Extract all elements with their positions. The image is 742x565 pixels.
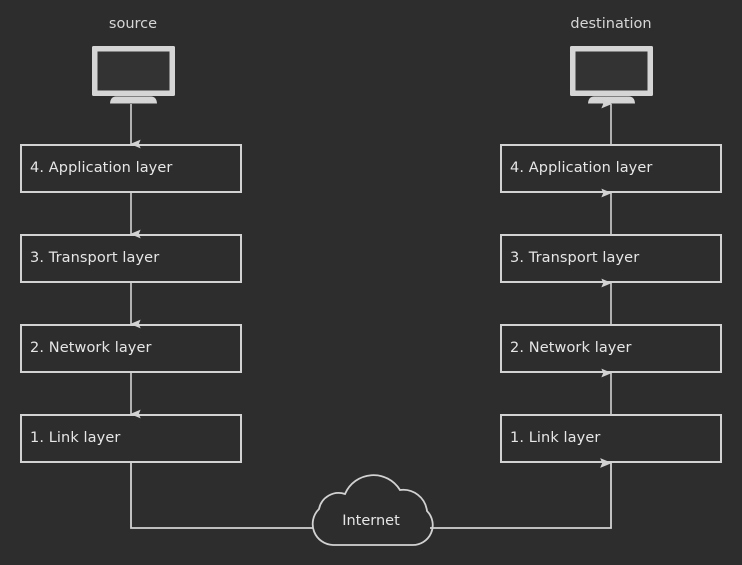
source-link-layer-label: 1. Link layer [30,430,121,446]
source-network-layer-label: 2. Network layer [30,340,152,356]
destination-transport-layer-label: 3. Transport layer [510,250,640,266]
internet-cloud-label: Internet [342,513,400,529]
source-application-layer-label: 4. Application layer [30,160,173,176]
destination-link-layer-label: 1. Link layer [510,430,601,446]
connector-internet-to-destination-link [430,458,613,529]
destination-network-layer-label: 2. Network layer [510,340,632,356]
monitor-icon-source [92,46,175,104]
endpoint-caption-destination: destination [570,16,652,32]
connector-source-link-to-internet [130,462,313,529]
source-transport-layer-label: 3. Transport layer [30,250,160,266]
monitor-icon-destination [570,46,653,104]
endpoint-caption-source: source [108,16,158,32]
destination-application-layer-label: 4. Application layer [510,160,653,176]
internet-cloud-shape [311,474,434,546]
